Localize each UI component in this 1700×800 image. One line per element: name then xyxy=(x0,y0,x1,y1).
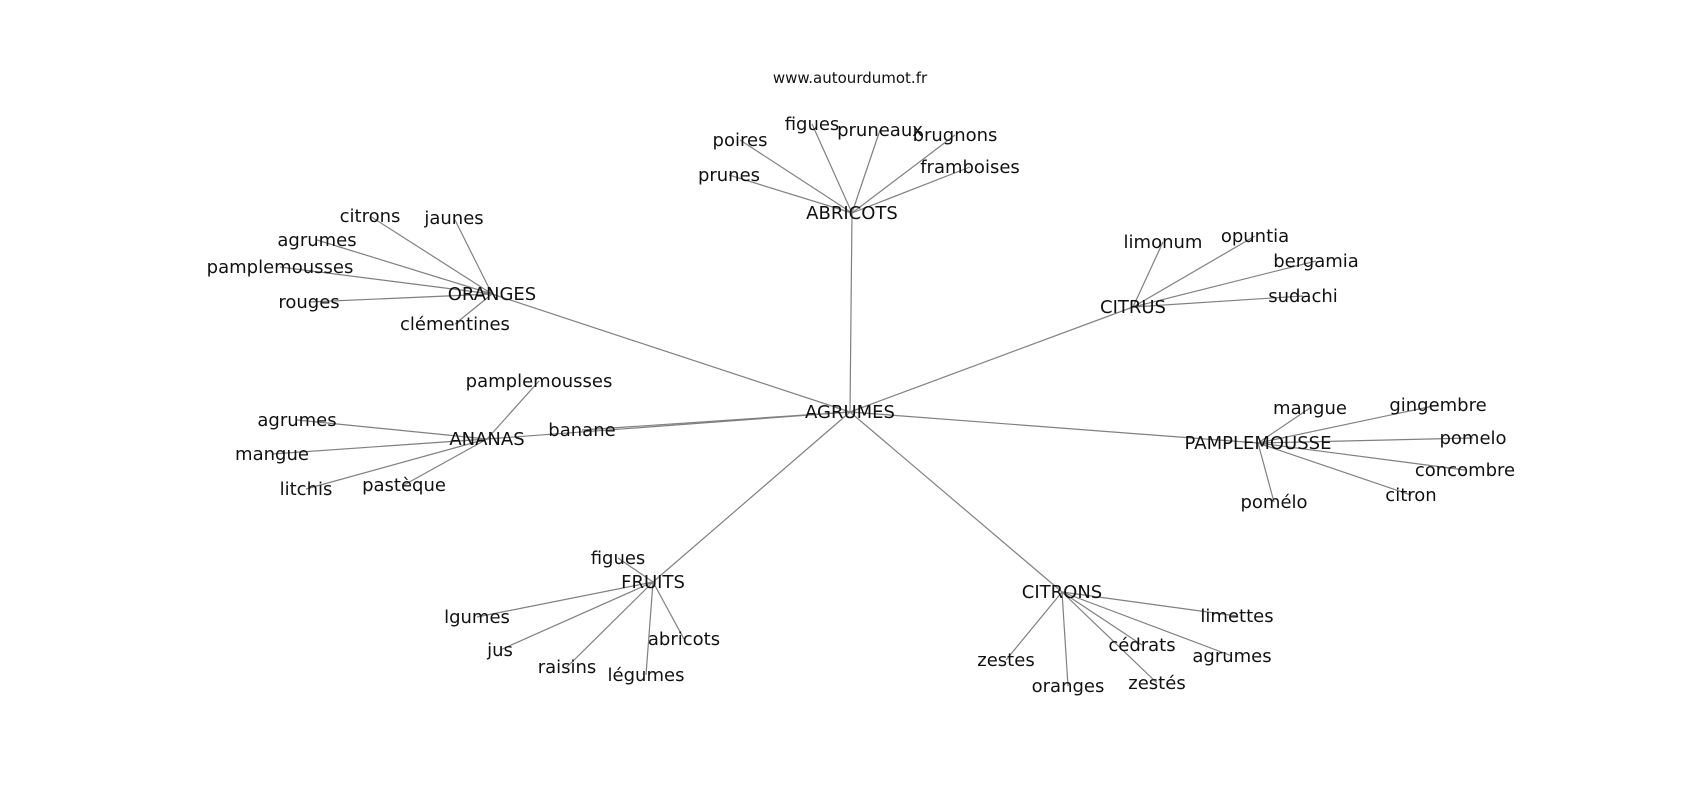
cluster-node-label: ANANAS xyxy=(449,429,524,450)
edge-cluster-to-leaf xyxy=(1257,442,1466,471)
edge-cluster-to-leaf xyxy=(308,293,493,303)
leaf-node-label: oranges xyxy=(1032,676,1105,697)
edge-cluster-to-leaf xyxy=(1257,407,1311,444)
leaf-node-label: raisins xyxy=(538,657,597,678)
edge-root-to-cluster xyxy=(849,306,1134,413)
cluster-node-label: ABRICOTS xyxy=(806,203,898,224)
edge-cluster-to-leaf xyxy=(1132,295,1304,308)
cluster-node-label: FRUITS xyxy=(621,572,685,593)
leaf-node-label: limettes xyxy=(1200,606,1273,627)
edge-cluster-to-leaf xyxy=(1257,442,1412,496)
edge-cluster-to-leaf xyxy=(851,134,956,214)
cluster-node-label: CITRONS xyxy=(1022,582,1102,603)
leaf-node-label: citrons xyxy=(340,206,401,227)
edge-cluster-to-leaf xyxy=(728,174,853,214)
edge-cluster-to-leaf xyxy=(1061,591,1158,684)
edge-cluster-to-leaf xyxy=(1061,591,1143,646)
leaf-node-label: jaunes xyxy=(423,208,483,229)
leaf-node-label: zestes xyxy=(977,650,1034,671)
edge-cluster-to-leaf xyxy=(316,239,493,295)
edge-root-to-cluster xyxy=(849,212,853,413)
edge-cluster-to-leaf xyxy=(1061,591,1233,657)
edge-cluster-to-leaf xyxy=(1132,260,1317,308)
leaf-node-label: jus xyxy=(486,640,513,661)
root-node-label: AGRUMES xyxy=(805,402,895,423)
cluster-node-label: banane xyxy=(548,420,615,441)
edge-cluster-to-leaf xyxy=(403,438,488,486)
edge-cluster-to-leaf xyxy=(811,123,853,214)
leaf-node-label: citron xyxy=(1385,485,1436,506)
cluster-node-label: PAMPLEMOUSSE xyxy=(1185,433,1332,454)
cluster-node-label: ORANGES xyxy=(448,284,536,305)
leaf-node-label: cédrats xyxy=(1108,635,1175,656)
leaf-node-label: abricots xyxy=(648,629,720,650)
leaf-node-label: concombre xyxy=(1415,460,1515,481)
leaf-node-label: mangue xyxy=(235,444,309,465)
edge-cluster-to-leaf xyxy=(1132,241,1164,308)
edge-root-to-cluster xyxy=(652,411,851,583)
leaf-node-label: agrumes xyxy=(277,230,356,251)
leaf-node-label: zestés xyxy=(1128,673,1185,694)
leaf-node-label: brugnons xyxy=(913,125,998,146)
edge-cluster-to-leaf xyxy=(453,217,493,295)
leaf-node-label: pastèque xyxy=(362,475,446,496)
leaf-node-label: lgumes xyxy=(444,607,510,628)
edge-cluster-to-leaf xyxy=(454,293,493,325)
edge-cluster-to-leaf xyxy=(739,139,853,214)
edge-cluster-to-leaf xyxy=(271,438,488,455)
leaf-node-label: prunes xyxy=(698,165,760,186)
leaf-node-label: mangue xyxy=(1273,398,1347,419)
edge-cluster-to-leaf xyxy=(1257,437,1474,444)
edge-cluster-to-leaf xyxy=(645,581,654,676)
leaf-node-label: opuntia xyxy=(1221,226,1289,247)
source-url: www.autourdumot.fr xyxy=(773,69,928,87)
leaf-node-label: framboises xyxy=(920,157,1020,178)
leaf-node-label: agrumes xyxy=(257,410,336,431)
edge-cluster-to-leaf xyxy=(279,266,493,295)
leaf-node-label: légumes xyxy=(608,665,685,686)
leaf-node-label: bergamia xyxy=(1273,251,1359,272)
edge-root-to-cluster xyxy=(849,411,1259,444)
leaf-node-label: gingembre xyxy=(1389,395,1486,416)
leaf-node-label: pomelo xyxy=(1439,428,1506,449)
leaf-node-label: pomélo xyxy=(1240,492,1307,513)
graph-labels: prunespoiresfiguespruneauxbrugnonsframbo… xyxy=(207,114,1515,697)
leaf-node-label: poires xyxy=(713,130,768,151)
edge-cluster-to-leaf xyxy=(1257,442,1275,503)
edge-root-to-cluster xyxy=(491,293,851,413)
edge-cluster-to-leaf xyxy=(305,438,488,490)
leaf-node-label: agrumes xyxy=(1192,646,1271,667)
edge-cluster-to-leaf xyxy=(1132,235,1256,308)
edge-cluster-to-leaf xyxy=(499,581,654,651)
leaf-node-label: figues xyxy=(785,114,840,135)
cluster-node-label: CITRUS xyxy=(1100,297,1166,318)
edge-cluster-to-leaf xyxy=(476,581,654,618)
edge-cluster-to-leaf xyxy=(486,380,540,440)
edge-cluster-to-leaf xyxy=(369,215,493,295)
leaf-node-label: figues xyxy=(591,548,646,569)
edge-cluster-to-leaf xyxy=(1257,404,1439,444)
leaf-node-label: pruneaux xyxy=(837,120,923,141)
leaf-node-label: pamplemousses xyxy=(466,371,613,392)
leaf-node-label: clémentines xyxy=(400,314,510,335)
leaf-node-label: litchis xyxy=(280,479,333,500)
leaf-node-label: pamplemousses xyxy=(207,257,354,278)
edge-cluster-to-leaf xyxy=(566,581,654,668)
edge-cluster-to-leaf xyxy=(851,166,971,214)
edge-cluster-to-leaf xyxy=(1061,591,1238,617)
edge-root-to-cluster xyxy=(849,411,1063,593)
edge-cluster-to-leaf xyxy=(652,581,685,640)
edge-cluster-to-leaf xyxy=(1061,591,1069,687)
leaf-node-label: rouges xyxy=(278,292,339,313)
leaf-node-label: sudachi xyxy=(1268,286,1338,307)
leaf-node-label: limonum xyxy=(1124,232,1203,253)
edge-root-to-cluster xyxy=(581,411,851,431)
edge-cluster-to-leaf xyxy=(1005,591,1063,661)
edge-cluster-to-leaf xyxy=(617,557,654,583)
graph-edges xyxy=(271,123,1474,687)
edge-cluster-to-leaf xyxy=(851,129,881,214)
edge-cluster-to-leaf xyxy=(296,419,488,440)
